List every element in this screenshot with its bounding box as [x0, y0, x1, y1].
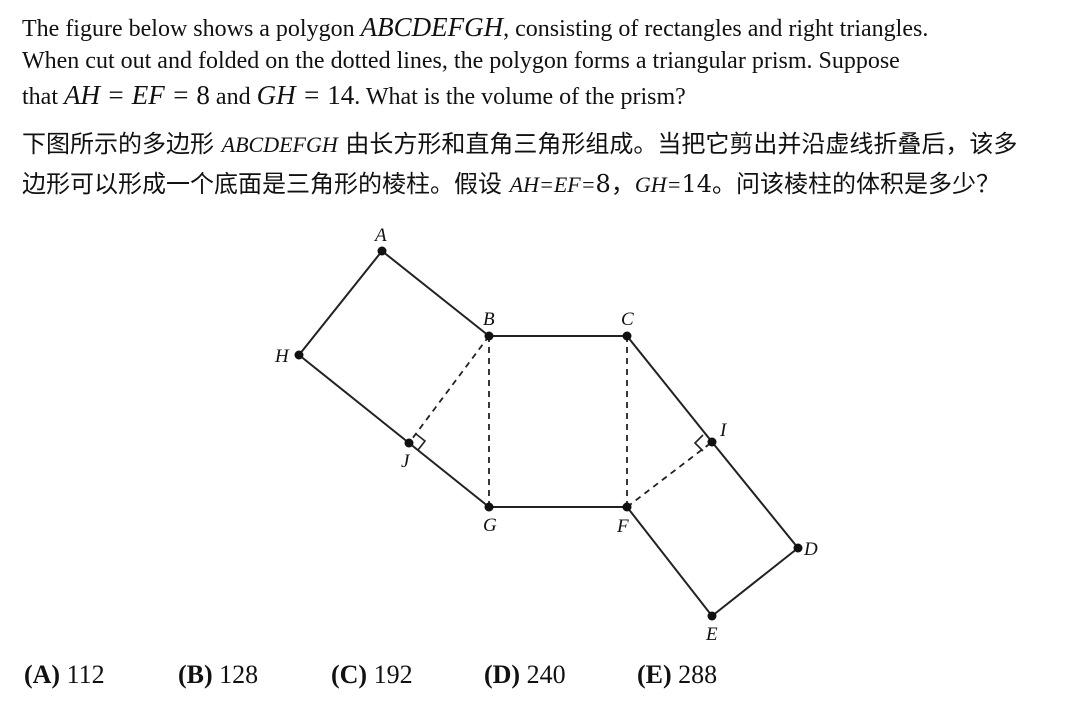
- right-angle-mark-j: [415, 433, 427, 451]
- problem-text-en-line1: The figure below shows a polygon ABCDEFG…: [22, 10, 928, 46]
- vertex-i: [707, 437, 717, 447]
- label-f: F: [616, 516, 629, 537]
- label-i: I: [719, 420, 728, 441]
- vertex-d: [793, 543, 803, 553]
- label-g: G: [483, 515, 497, 536]
- text-segment: and: [209, 84, 257, 110]
- fold-line-bj: [408, 335, 490, 444]
- fold-line-fi: [626, 441, 713, 508]
- answer-choices: (A) 112 (B) 128 (C) 192 (D) 240 (E) 288: [0, 660, 1080, 700]
- choice-letter: (A): [24, 660, 61, 689]
- text-segment: 下图所示的多边形: [22, 130, 222, 158]
- vertex-e: [707, 611, 717, 621]
- choice-letter: (C): [331, 660, 368, 689]
- label-j: J: [401, 451, 411, 472]
- text-segment: 由长方形和直角三角形组成。当把它剪出并沿虚线折叠后，该多: [337, 130, 1018, 158]
- choice-c[interactable]: (C) 192: [331, 660, 413, 690]
- right-angle-mark-i: [693, 434, 704, 452]
- value-14: 14: [327, 80, 355, 110]
- label-c: C: [621, 309, 634, 330]
- vertex-j: [404, 438, 414, 448]
- text-segment: 14。问该棱柱的体积是多少？: [681, 170, 1000, 198]
- vertex-b: [484, 331, 494, 341]
- equation-ah-ef-zh: AH=EF=: [509, 172, 596, 197]
- equation-gh-zh: GH=: [634, 172, 682, 197]
- choice-a[interactable]: (A) 112: [24, 660, 105, 690]
- text-segment: The figure below shows a polygon: [22, 16, 361, 42]
- problem-text-en-line3: that AH = EF = 8 and GH = 14. What is th…: [22, 78, 686, 114]
- choice-letter: (D): [484, 660, 521, 689]
- label-h: H: [274, 346, 290, 367]
- label-b: B: [483, 309, 495, 330]
- choice-b[interactable]: (B) 128: [178, 660, 258, 690]
- choice-letter: (E): [637, 660, 672, 689]
- vertex-a: [377, 246, 387, 256]
- problem-text-zh-line2: 边形可以形成一个底面是三角形的棱柱。假设 AH=EF=8，GH=14。问该棱柱的…: [22, 165, 1000, 204]
- text-segment: that: [22, 84, 64, 110]
- choice-value: 288: [678, 660, 718, 689]
- choice-e[interactable]: (E) 288: [637, 660, 717, 690]
- choice-d[interactable]: (D) 240: [484, 660, 566, 690]
- value-8-zh: 8，: [595, 170, 635, 198]
- label-d: D: [803, 539, 818, 560]
- choice-value: 112: [66, 660, 105, 689]
- choice-letter: (B): [178, 660, 213, 689]
- vertex-h: [294, 350, 304, 360]
- vertex-f: [622, 502, 632, 512]
- label-e: E: [705, 624, 718, 645]
- text-segment: , consisting of rectangles and right tri…: [503, 16, 929, 42]
- vertex-c: [622, 331, 632, 341]
- vertex-g: [484, 502, 494, 512]
- choice-value: 240: [526, 660, 566, 689]
- equation-gh: GH =: [256, 80, 328, 110]
- problem-text-en-line2: When cut out and folded on the dotted li…: [22, 48, 900, 74]
- text-segment: . What is the volume of the prism?: [354, 84, 686, 110]
- text-segment: 边形可以形成一个底面是三角形的棱柱。假设: [22, 170, 510, 198]
- polygon-name: ABCDEFGH: [360, 12, 504, 42]
- polygon-name-zh: ABCDEFGH: [221, 132, 338, 157]
- problem-text-zh-line1: 下图所示的多边形 ABCDEFGH 由长方形和直角三角形组成。当把它剪出并沿虚线…: [22, 125, 1017, 164]
- choice-value: 128: [219, 660, 259, 689]
- choice-value: 192: [373, 660, 413, 689]
- label-a: A: [373, 225, 387, 246]
- value-8: 8: [196, 80, 210, 110]
- equation-ah-ef: AH = EF =: [64, 80, 197, 110]
